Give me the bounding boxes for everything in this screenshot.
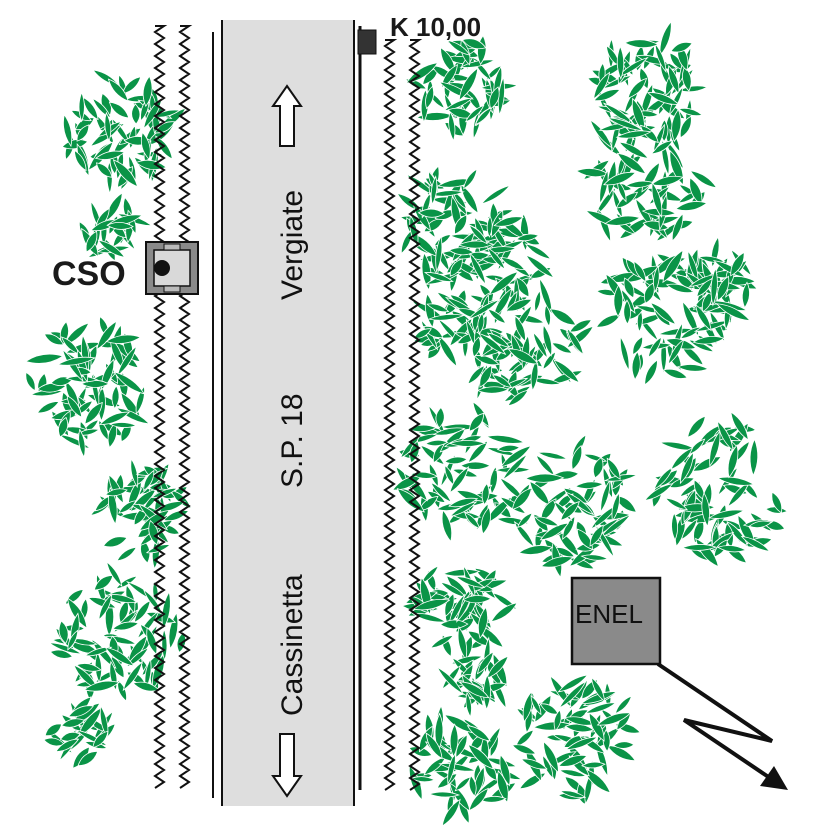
tree-icon — [456, 275, 595, 407]
km-marker-label: K 10,00 — [390, 12, 481, 42]
tree-icon — [43, 696, 116, 769]
arrow-up-icon — [271, 84, 303, 147]
cabinet-label: ENEL — [575, 599, 643, 629]
hedge-right-outer — [408, 39, 423, 791]
vegetation-layer — [24, 20, 788, 826]
road-surface — [222, 20, 354, 806]
tree-icon — [408, 704, 523, 826]
tree-icon — [436, 636, 509, 718]
tree-icon — [61, 69, 187, 195]
enel-cabinet — [570, 576, 662, 666]
arrow-down-icon — [271, 733, 303, 798]
road-name-label: S.P. 18 — [276, 393, 309, 488]
manhole-cover-dot — [154, 260, 170, 276]
tree-icon — [441, 209, 555, 326]
hedge-left-outer — [153, 25, 168, 789]
tree-icon — [643, 411, 788, 568]
tree-icon — [396, 165, 522, 293]
tree-icon — [511, 674, 641, 805]
tree-icon — [495, 434, 639, 579]
tree-icon — [24, 315, 151, 459]
hedge-right-inner — [383, 39, 398, 791]
tree-icon — [575, 97, 718, 243]
manhole-cso — [145, 241, 199, 295]
tree-icon — [675, 235, 758, 332]
tree-icon — [47, 560, 187, 702]
power-line-icon — [656, 662, 788, 790]
manhole-label: CSO — [52, 255, 126, 293]
km-marker-post — [357, 29, 377, 55]
road — [212, 20, 362, 806]
hedges-layer — [153, 25, 423, 791]
hedge-left-inner — [178, 25, 193, 789]
direction-north-label: Vergiate — [276, 190, 309, 300]
tree-icon — [78, 192, 154, 262]
tree-icon — [404, 34, 519, 142]
tree-icon — [401, 564, 518, 664]
tree-icon — [89, 457, 192, 570]
direction-south-label: Cassinetta — [276, 574, 309, 716]
